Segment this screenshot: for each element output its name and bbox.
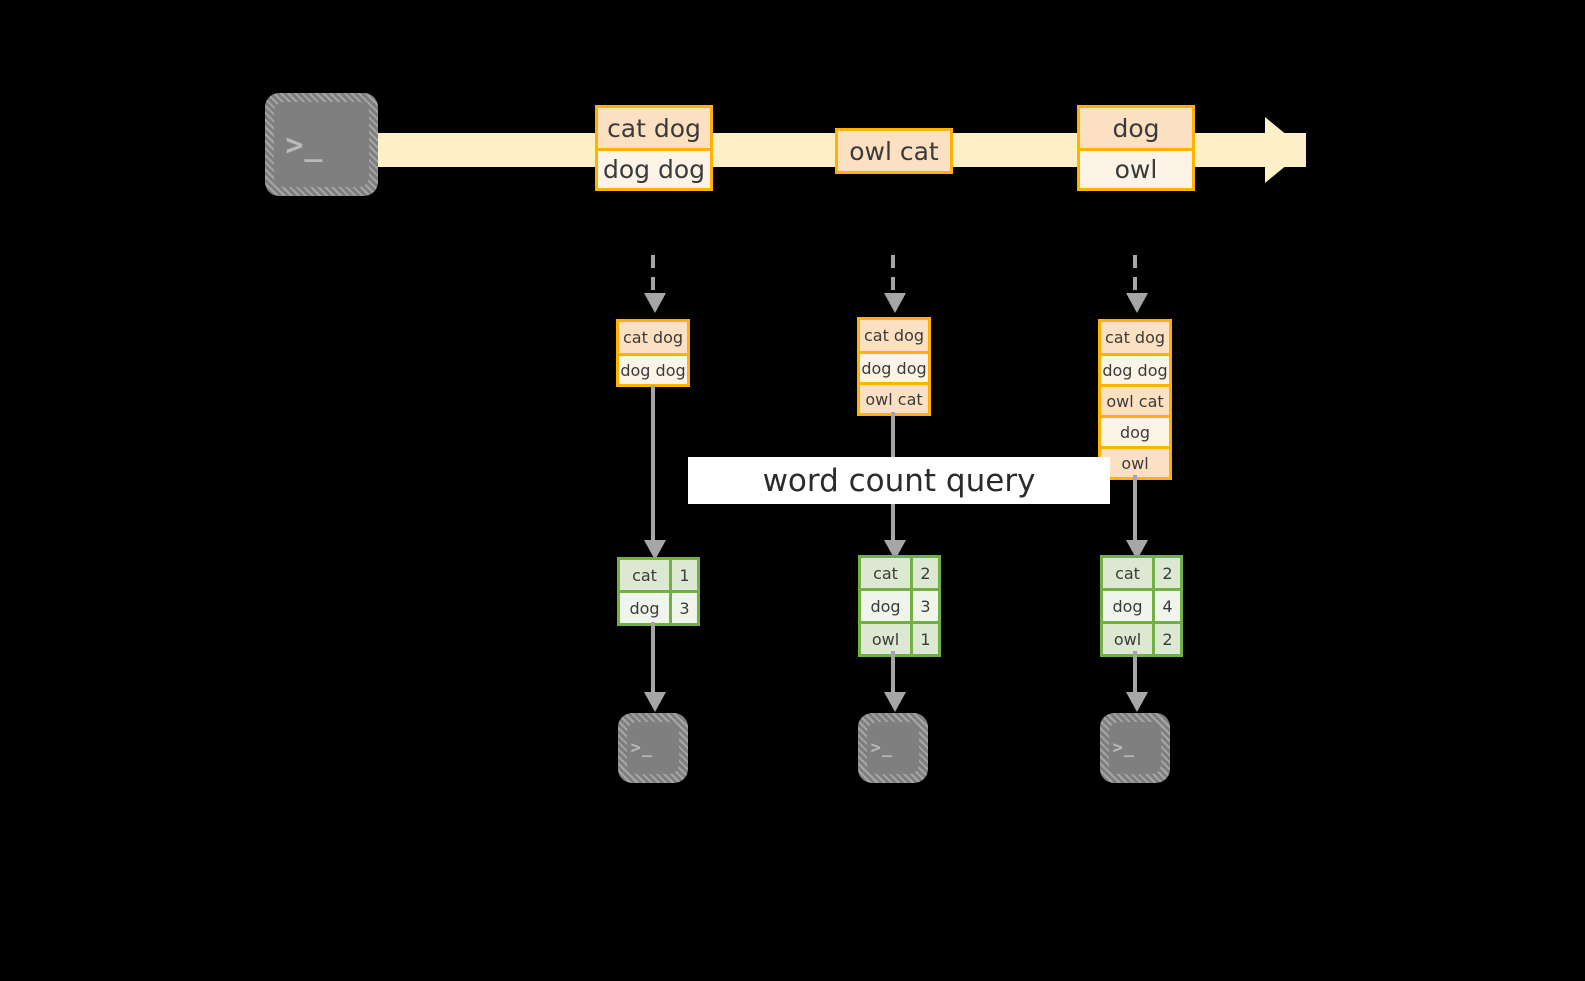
table-row: cat 2 [861,558,938,588]
state-to-result-connector-1 [651,385,655,545]
state-to-result-arrowhead-1 [644,540,666,560]
sink-terminal-icon-2[interactable]: >_ [858,713,928,783]
result-word: dog [1103,591,1152,621]
event-line: dog [1080,108,1192,148]
result-to-sink-connector-2 [891,651,895,697]
stream-event-3[interactable]: dog owl [1077,105,1195,191]
state-line: owl [1101,446,1169,477]
result-word: owl [861,624,910,654]
table-row: owl 2 [1103,621,1180,654]
sink-terminal-icon-3[interactable]: >_ [1100,713,1170,783]
result-count: 3 [669,593,697,623]
query-banner-label: word count query [762,462,1036,499]
result-to-sink-connector-3 [1133,651,1137,697]
result-word: owl [1103,624,1152,654]
result-table-1[interactable]: cat 1 dog 3 [617,557,700,626]
event-line: dog dog [598,148,710,188]
state-line: cat dog [860,320,928,351]
result-word: cat [620,560,669,590]
table-row: dog 4 [1103,588,1180,621]
state-line: owl cat [1101,384,1169,415]
result-word: dog [620,593,669,623]
stream-event-2[interactable]: owl cat [835,128,953,174]
terminal-prompt-glyph: >_ [285,127,324,163]
stream-to-state-connector-1 [651,255,655,295]
source-terminal-icon[interactable]: >_ [265,93,378,196]
stream-event-1[interactable]: cat dog dog dog [595,105,713,191]
state-line: dog dog [1101,353,1169,384]
state-line: dog dog [619,353,687,384]
table-row: dog 3 [620,590,697,623]
stream-to-state-arrowhead-1 [644,293,666,313]
result-count: 2 [1152,624,1180,654]
event-stream-arrowhead [1265,117,1305,183]
state-snapshot-3[interactable]: cat dog dog dog owl cat dog owl [1098,319,1172,480]
table-row: cat 1 [620,560,697,590]
state-snapshot-1[interactable]: cat dog dog dog [616,319,690,387]
state-line: dog [1101,415,1169,446]
result-count: 2 [1152,558,1180,588]
result-to-sink-arrowhead-2 [884,692,906,712]
table-row: dog 3 [861,588,938,621]
result-word: dog [861,591,910,621]
result-word: cat [861,558,910,588]
event-line: owl [1080,148,1192,188]
result-table-3[interactable]: cat 2 dog 4 owl 2 [1100,555,1183,657]
terminal-screen [867,722,919,774]
result-table-2[interactable]: cat 2 dog 3 owl 1 [858,555,941,657]
terminal-prompt-glyph: >_ [870,738,894,758]
sink-terminal-icon-1[interactable]: >_ [618,713,688,783]
terminal-screen [627,722,679,774]
state-line: cat dog [619,322,687,353]
result-count: 3 [910,591,938,621]
state-snapshot-2[interactable]: cat dog dog dog owl cat [857,317,931,416]
event-line: cat dog [598,108,710,148]
terminal-prompt-glyph: >_ [1112,738,1136,758]
stream-to-state-connector-2 [891,255,895,295]
table-row: owl 1 [861,621,938,654]
state-to-result-connector-3 [1133,475,1137,545]
stream-to-state-arrowhead-3 [1126,293,1148,313]
query-banner: word count query [688,457,1110,504]
table-row: cat 2 [1103,558,1180,588]
stream-to-state-arrowhead-2 [884,293,906,313]
result-to-sink-connector-1 [651,622,655,697]
event-line: owl cat [838,131,950,171]
result-count: 2 [910,558,938,588]
terminal-prompt-glyph: >_ [630,738,654,758]
result-count: 1 [669,560,697,590]
terminal-screen [1109,722,1161,774]
result-to-sink-arrowhead-1 [644,692,666,712]
result-to-sink-arrowhead-3 [1126,692,1148,712]
stream-to-state-connector-3 [1133,255,1137,295]
state-line: owl cat [860,382,928,413]
result-count: 1 [910,624,938,654]
state-line: dog dog [860,351,928,382]
terminal-screen [274,102,369,187]
result-word: cat [1103,558,1152,588]
state-line: cat dog [1101,322,1169,353]
result-count: 4 [1152,591,1180,621]
